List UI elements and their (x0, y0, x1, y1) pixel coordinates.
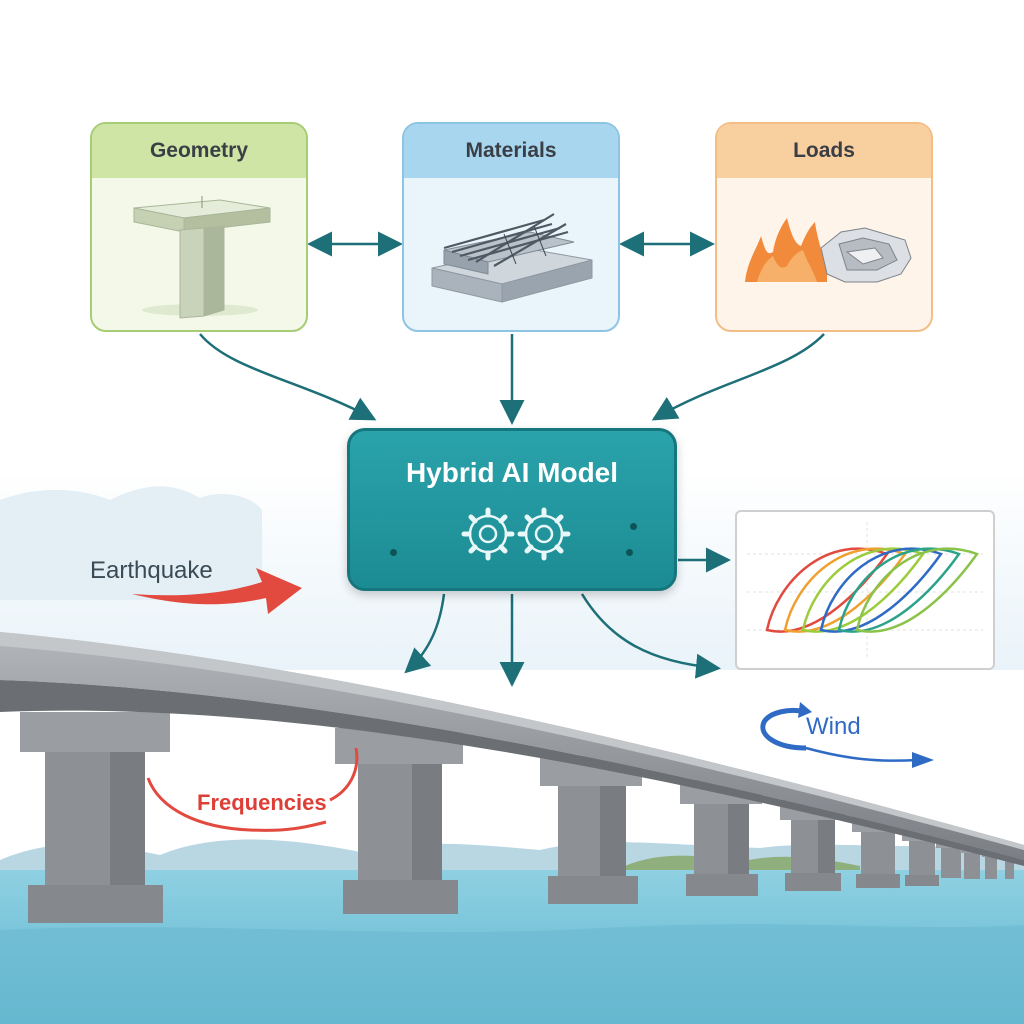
cloud (0, 486, 262, 600)
earthquake-arrow (132, 568, 302, 614)
box-rivet (390, 549, 397, 556)
pier (335, 728, 463, 914)
pier (20, 712, 170, 923)
fire-and-deformed-steel-icon (745, 218, 912, 283)
hybrid-ai-model-box: Hybrid AI Model (347, 428, 677, 591)
materials-label: Materials (404, 124, 618, 178)
hysteresis-loop (855, 547, 979, 633)
wind-arrow (805, 746, 919, 762)
response-plot (735, 510, 995, 670)
frequencies-label: Frequencies (197, 790, 327, 815)
materials-card: Materials (402, 122, 620, 332)
geometry-illustration (92, 178, 306, 330)
box-rivet (626, 549, 633, 556)
pier (540, 756, 642, 904)
bridge-pier-icon (133, 196, 271, 319)
model-title: Hybrid AI Model (405, 457, 619, 488)
gear-icon (461, 507, 571, 561)
hysteresis-plot (747, 522, 983, 658)
loads-label: Loads (717, 124, 931, 178)
wind-label: Wind (806, 713, 861, 740)
bridge-deck-underside (0, 680, 1024, 866)
loads-illustration (717, 178, 931, 330)
model-to-plot-arrow (580, 593, 721, 679)
wind-arrow-head (912, 752, 934, 768)
wind-swirl-head (798, 702, 812, 718)
bridge-deck-top (0, 632, 1024, 850)
loads-card: Loads (715, 122, 933, 332)
hysteresis-loop (819, 547, 943, 633)
box-rivet (630, 523, 637, 530)
geometry-to-model-arrow (199, 333, 377, 421)
water-ripple (0, 924, 1024, 1024)
frequencies-swoosh (146, 777, 327, 832)
hysteresis-loop (837, 547, 961, 633)
pier (680, 780, 762, 896)
loads-to-model-arrow (651, 333, 825, 421)
earthquake-label: Earthquake (90, 557, 213, 584)
model-output-arrow (404, 593, 446, 674)
rebar-concrete-block-icon (431, 213, 593, 303)
materials-illustration (404, 178, 618, 330)
frequencies-swoosh (329, 747, 359, 802)
geometry-card: Geometry (90, 122, 308, 332)
geometry-label: Geometry (92, 124, 306, 178)
wind-swirl (760, 707, 807, 751)
bridge-deck (0, 632, 1024, 860)
